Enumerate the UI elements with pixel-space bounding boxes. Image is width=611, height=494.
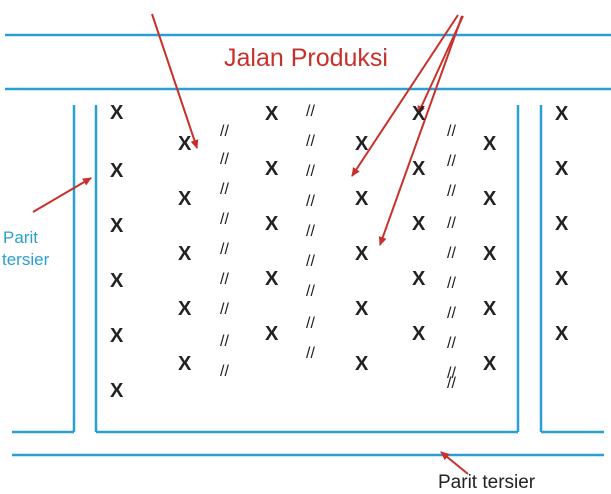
slash-mark: // <box>306 283 315 300</box>
plant-x-mark: X <box>412 268 426 290</box>
slash-mark: // <box>447 305 456 322</box>
plant-x-mark: X <box>110 215 124 237</box>
plant-x-mark: X <box>178 188 192 210</box>
arrow-to-bottom-ditch <box>440 451 469 475</box>
arrow-to-left-channel <box>32 177 92 213</box>
plant-x-mark: X <box>483 243 497 265</box>
slash-mark: // <box>447 375 456 392</box>
plant-x-mark: X <box>483 353 497 375</box>
slash-mark: // <box>306 133 315 150</box>
plant-x-mark: X <box>483 298 497 320</box>
slash-mark: // <box>220 181 229 198</box>
plant-x-mark: X <box>483 133 497 155</box>
plant-x-mark: X <box>265 323 279 345</box>
plant-x-mark: X <box>412 213 426 235</box>
plant-x-mark: X <box>265 158 279 180</box>
plant-x-mark: X <box>555 103 569 125</box>
plant-x-mark: X <box>355 188 369 210</box>
slash-mark: // <box>220 151 229 168</box>
slash-mark: // <box>220 241 229 258</box>
plant-x-mark: X <box>355 353 369 375</box>
slash-mark: // <box>447 365 456 382</box>
tertiary-ditch-label-bottom: Parit tersier <box>438 472 536 493</box>
arrow-to-x-row-upper <box>351 14 459 177</box>
slash-mark: // <box>306 193 315 210</box>
plant-x-mark: X <box>110 270 124 292</box>
plant-x-mark: X <box>110 160 124 182</box>
slash-mark: // <box>447 215 456 232</box>
arrow-to-slash-row <box>151 13 199 149</box>
plant-x-mark: X <box>178 133 192 155</box>
slash-mark: // <box>306 223 315 240</box>
slash-mark: // <box>220 211 229 228</box>
road-label: Jalan Produksi <box>224 44 388 72</box>
tertiary-ditch-label-left-line2: tersier <box>2 250 50 269</box>
arrow-to-x-row-lower <box>378 15 463 246</box>
plant-x-mark: X <box>555 158 569 180</box>
arrow-to-x-right <box>417 15 464 115</box>
plant-x-mark: X <box>412 103 426 125</box>
slash-mark: // <box>220 363 229 380</box>
plant-x-mark: X <box>265 103 279 125</box>
slash-mark: // <box>306 315 315 332</box>
slash-mark: // <box>306 163 315 180</box>
plant-x-mark: X <box>355 298 369 320</box>
slash-mark: // <box>447 123 456 140</box>
plant-x-mark: X <box>110 102 124 124</box>
slash-mark: // <box>447 275 456 292</box>
plant-x-mark: X <box>355 243 369 265</box>
slash-mark: // <box>306 103 315 120</box>
plant-x-mark: X <box>178 353 192 375</box>
plant-x-mark: X <box>265 213 279 235</box>
plant-x-mark: X <box>178 243 192 265</box>
plant-x-mark: X <box>355 133 369 155</box>
plant-x-mark: X <box>110 380 124 402</box>
slash-mark: // <box>306 253 315 270</box>
slash-mark: // <box>220 301 229 318</box>
plant-x-mark: X <box>412 323 426 345</box>
slash-mark: // <box>447 183 456 200</box>
plant-x-mark: X <box>178 298 192 320</box>
slash-mark: // <box>447 153 456 170</box>
slash-mark: // <box>447 245 456 262</box>
plant-x-mark: X <box>412 158 426 180</box>
slash-mark: // <box>220 271 229 288</box>
slash-mark: // <box>220 123 229 140</box>
slash-mark: // <box>447 335 456 352</box>
plant-x-mark: X <box>483 188 497 210</box>
plant-x-mark: X <box>555 323 569 345</box>
slash-mark: // <box>220 333 229 350</box>
plant-x-mark: X <box>110 325 124 347</box>
plant-x-mark: X <box>265 268 279 290</box>
plant-x-mark: X <box>555 213 569 235</box>
plant-x-mark: X <box>555 268 569 290</box>
slash-mark: // <box>306 345 315 362</box>
tertiary-ditch-label-left-line1: Parit <box>3 228 38 247</box>
